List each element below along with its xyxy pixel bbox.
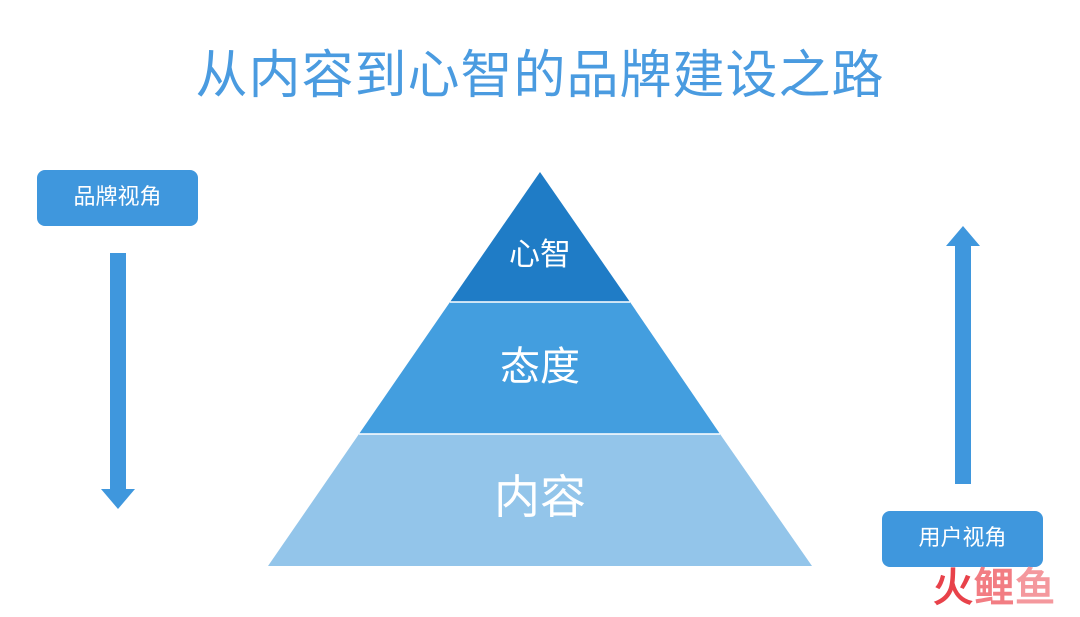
page-title: 从内容到心智的品牌建设之路 [195, 46, 885, 106]
watermark-char: 鲤 [974, 565, 1015, 611]
pyramid-layer-mind [450, 172, 630, 302]
pyramid-layer-content [268, 434, 812, 566]
down-arrow-icon [101, 253, 135, 509]
watermark-char: 火 [933, 565, 974, 611]
watermark-logo: 火鲤鱼 [933, 563, 1056, 613]
watermark-char: 鱼 [1015, 565, 1056, 611]
pyramid-label-mind: 心智 [509, 237, 571, 273]
brand-perspective-badge: 品牌视角 [37, 170, 198, 226]
pyramid-label-attitude: 态度 [500, 344, 580, 390]
user-perspective-badge: 用户视角 [882, 511, 1043, 567]
pyramid-layer-attitude [359, 302, 720, 434]
pyramid-label-content: 内容 [494, 470, 586, 524]
up-arrow-icon [946, 226, 980, 484]
